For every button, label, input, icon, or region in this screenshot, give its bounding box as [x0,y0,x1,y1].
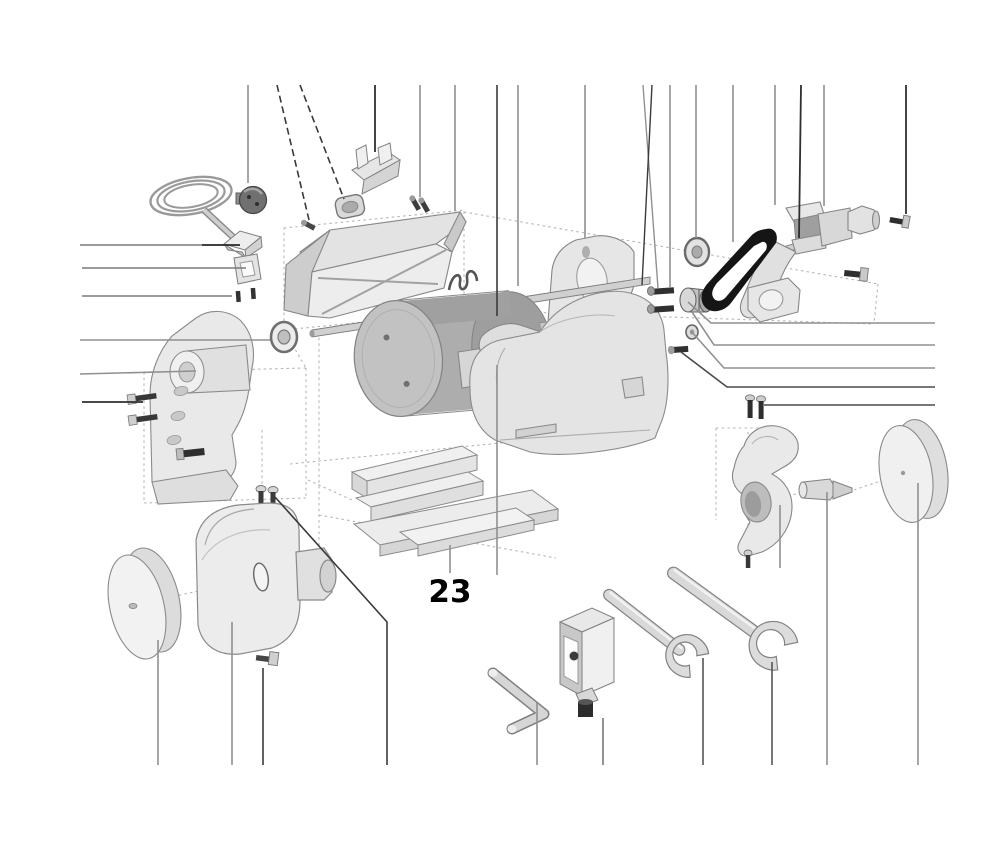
grinding-wheel [107,547,182,660]
holder-screw [743,549,753,568]
stand-screw [175,447,205,461]
guard-holder [731,425,799,557]
tool-rest-rails [350,445,560,557]
spindle-bracket [739,201,881,323]
drive-belt [701,228,777,312]
left-stand [149,310,255,505]
left-mounting-screws [126,392,158,426]
part-label-23: 23 [428,574,471,610]
switch-clamp [233,253,262,285]
motor-cover [283,210,467,319]
open-end-wrench-small [603,588,710,678]
open-end-wrench-large [667,566,799,671]
cover-screws [300,195,430,231]
hex-nut [334,193,366,220]
pulley-bearing [683,236,711,268]
power-plug [235,185,268,215]
wheel-guard-cup [195,502,337,655]
main-housing [469,290,669,455]
switch-pins [235,287,256,303]
power-cord [149,175,236,240]
pulley-screws [647,286,689,355]
clamp-tool [558,607,616,717]
leader-lines [79,84,935,765]
stand-mounting-bolts [255,485,279,507]
cone-arbor [798,478,853,501]
cable-clip [447,269,479,291]
top-right-bolt [889,214,911,229]
polishing-wheel [878,419,949,524]
mounting-bolts-right [744,394,767,419]
bracket-bolt [843,267,869,282]
hex-key [487,667,550,735]
spindle-bearing [269,320,299,354]
switch-bracket [351,142,401,195]
wheel-screw [255,651,280,667]
